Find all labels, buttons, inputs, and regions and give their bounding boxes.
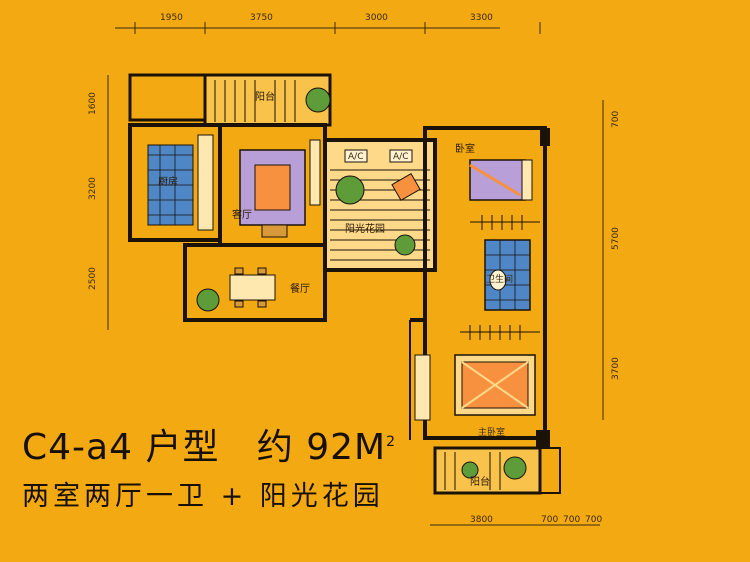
balcony-bottom <box>433 446 561 495</box>
dim-bottom-1: 3800 <box>470 515 493 525</box>
plan-area: 约 92M <box>256 427 387 468</box>
dim-top-2: 3750 <box>250 13 273 23</box>
dining-area <box>183 243 327 322</box>
dim-top-1: 1950 <box>160 13 183 23</box>
ac-label-1: A/C <box>348 152 363 162</box>
dim-left-3: 2500 <box>88 267 98 290</box>
room-label-bedroom1: 卧室 <box>455 142 475 155</box>
dimension-lines <box>107 22 604 526</box>
dim-bottom-2: 700 <box>541 515 558 525</box>
dim-right-2: 5700 <box>611 227 621 250</box>
room-label-kitchen: 厨房 <box>158 175 178 188</box>
room-label-dining: 餐厅 <box>290 282 310 295</box>
room-label-bathroom: 卫生间 <box>486 273 513 285</box>
room-label-sunroom: 阳光花园 <box>345 222 385 235</box>
dim-top-4: 3300 <box>470 13 493 23</box>
bathroom <box>484 239 531 311</box>
dim-top-3: 3000 <box>365 13 388 23</box>
room-label-master: 主卧室 <box>478 426 505 438</box>
plan-subtitle: 两室两厅一卫 + 阳光花园 <box>22 481 384 512</box>
plan-area-unit: 2 <box>386 434 397 450</box>
dim-bottom-3: 700 <box>563 515 580 525</box>
balcony-top <box>128 73 332 127</box>
dim-bottom-4: 700 <box>585 515 602 525</box>
dim-left-1: 1600 <box>88 92 98 115</box>
dim-left-2: 3200 <box>88 177 98 200</box>
plan-model: C4-a4 户型 <box>22 427 220 468</box>
room-label-balcony-top: 阳台 <box>255 90 275 103</box>
living-room <box>218 123 327 247</box>
plan-title: C4-a4 户型 约 92M2 <box>22 418 396 470</box>
bedroom-1 <box>469 159 540 230</box>
right-wing <box>409 126 550 448</box>
dim-right-3: 3700 <box>611 357 621 380</box>
master-bedroom <box>414 325 540 421</box>
sunroom <box>323 138 437 272</box>
dim-right-1: 700 <box>611 111 621 128</box>
room-label-balcony-bottom: 阳台 <box>470 475 490 488</box>
ac-label-2: A/C <box>393 152 408 162</box>
room-label-living: 客厅 <box>232 208 252 221</box>
